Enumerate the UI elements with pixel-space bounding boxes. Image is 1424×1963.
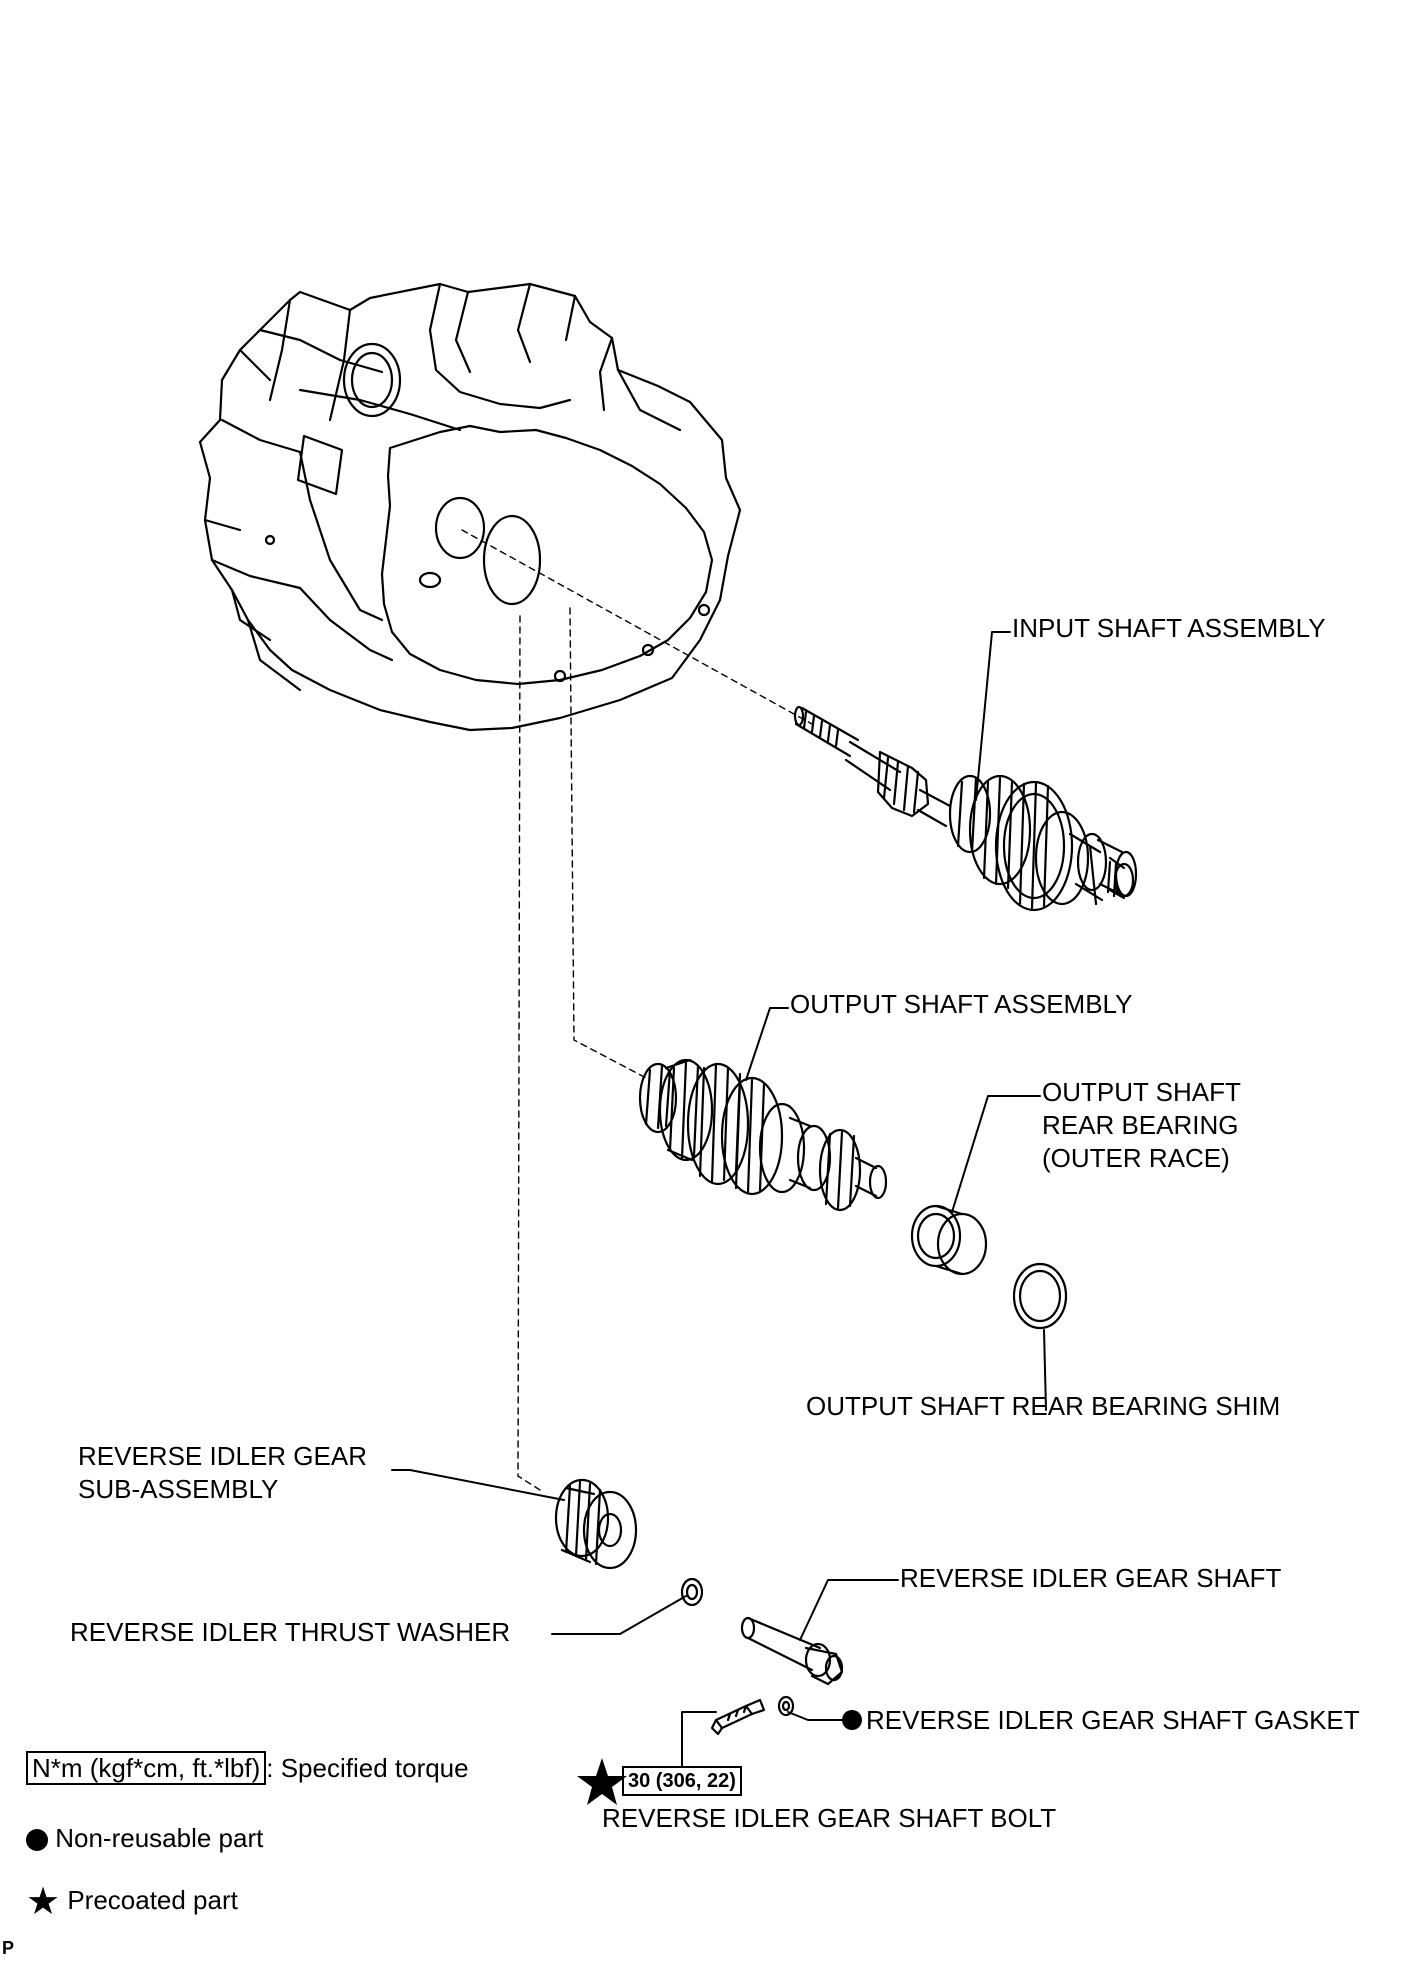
label-output-shaft-rear-bearing: OUTPUT SHAFT REAR BEARING (OUTER RACE) xyxy=(1042,1076,1241,1175)
output-shaft-drawing xyxy=(638,1058,888,1212)
label-output-shaft-assembly: OUTPUT SHAFT ASSEMBLY xyxy=(790,989,1133,1019)
thrust-washer-drawing xyxy=(680,1577,704,1607)
label-reverse-idler-thrust-washer: REVERSE IDLER THRUST WASHER xyxy=(70,1617,511,1647)
alignment-guides xyxy=(461,529,813,1491)
label-line: (OUTER RACE) xyxy=(1042,1143,1230,1173)
label-reverse-idler-gear-shaft: REVERSE IDLER GEAR SHAFT xyxy=(900,1563,1282,1593)
legend-torque-unit-box: N*m (kgf*cm, ft.*lbf) xyxy=(26,1751,267,1785)
bolt-precoated-star-icon xyxy=(577,1758,627,1805)
reverse-idler-gear-drawing xyxy=(554,1478,638,1570)
idler-shaft-drawing xyxy=(740,1616,844,1686)
label-reverse-idler-gear-shaft-gasket: REVERSE IDLER GEAR SHAFT GASKET xyxy=(866,1705,1360,1735)
shaft-bolt-drawing xyxy=(710,1698,766,1736)
black-star-icon: ★ xyxy=(26,1880,61,1923)
label-reverse-idler-gear-shaft-bolt: REVERSE IDLER GEAR SHAFT BOLT xyxy=(602,1803,1057,1833)
gasket-non-reusable-marker xyxy=(842,1710,862,1730)
input-shaft-drawing xyxy=(793,705,1138,912)
legend-torque-text: : Specified torque xyxy=(266,1753,469,1783)
legend-precoated-text: Precoated part xyxy=(67,1885,238,1915)
label-line: OUTPUT SHAFT xyxy=(1042,1077,1241,1107)
black-dot-icon xyxy=(26,1829,48,1852)
legend-non-reusable-text: Non-reusable part xyxy=(55,1823,264,1853)
label-line: REVERSE IDLER GEAR xyxy=(78,1441,367,1471)
bolt-torque-value: 30 (306, 22) xyxy=(622,1766,742,1796)
legend-precoated: ★ Precoated part xyxy=(26,1880,238,1923)
rear-bearing-shim-drawing xyxy=(1012,1262,1068,1330)
transmission-case xyxy=(198,282,742,732)
legend-specified-torque: N*m (kgf*cm, ft.*lbf): Specified torque xyxy=(26,1751,469,1785)
rear-bearing-outer-race-drawing xyxy=(910,1204,988,1276)
label-reverse-idler-gear-sub-assembly: REVERSE IDLER GEAR SUB-ASSEMBLY xyxy=(78,1440,367,1506)
label-output-shaft-rear-bearing-shim: OUTPUT SHAFT REAR BEARING SHIM xyxy=(806,1391,1281,1421)
corner-mark: P xyxy=(2,1938,15,1958)
legend-non-reusable: Non-reusable part xyxy=(26,1822,263,1855)
leader-lines xyxy=(391,631,1047,1767)
label-line: SUB-ASSEMBLY xyxy=(78,1474,279,1504)
shaft-gasket-drawing xyxy=(777,1695,795,1717)
label-input-shaft-assembly: INPUT SHAFT ASSEMBLY xyxy=(1012,613,1326,643)
label-line: REAR BEARING xyxy=(1042,1110,1239,1140)
